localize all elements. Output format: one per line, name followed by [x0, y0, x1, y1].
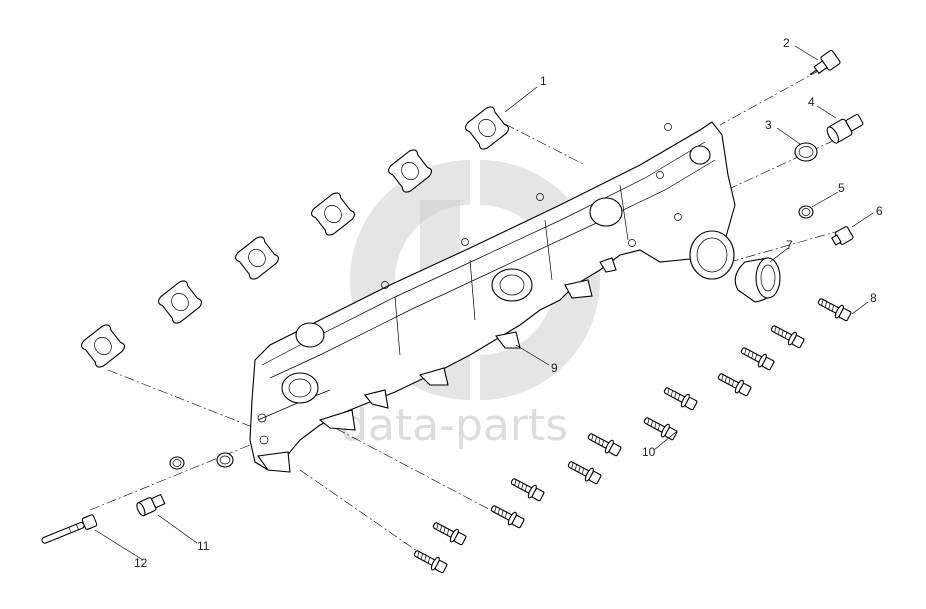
- callout-2: 2: [783, 36, 790, 50]
- callout-3: 3: [765, 118, 772, 132]
- seal-ring-5: [798, 205, 814, 219]
- bolt-set: [413, 298, 852, 574]
- sleeve-part: [734, 257, 781, 303]
- washer-right: [216, 452, 234, 468]
- callout-4: 4: [808, 95, 815, 109]
- watermark-text: data-parts: [340, 400, 568, 451]
- manifold-body: [249, 121, 736, 473]
- gasket-set: [81, 106, 509, 368]
- bolt-5: [663, 387, 698, 411]
- callout-7: 7: [786, 238, 793, 252]
- bolt-2: [770, 325, 805, 349]
- bolt-1: [817, 298, 852, 322]
- bolt-3: [740, 347, 775, 371]
- gasket-1: [465, 106, 509, 150]
- gasket-3: [311, 192, 355, 236]
- bolt-6: [643, 417, 678, 441]
- union-fitting: [826, 113, 864, 144]
- callout-6: 6: [876, 204, 883, 218]
- leader-lines: [94, 45, 874, 561]
- bolt-11: [432, 522, 467, 546]
- plug-part: [830, 226, 854, 246]
- seal-ring-3: [794, 142, 818, 162]
- bolt-4: [717, 373, 752, 397]
- gasket-6: [81, 324, 125, 368]
- gasket-5: [158, 280, 202, 324]
- pipe-bolt-12: [41, 514, 98, 544]
- bolt-9: [510, 478, 545, 502]
- callout-labels: 1 2 3 4 5 6 7 8 9 10 11 12: [134, 36, 883, 570]
- callout-12: 12: [134, 556, 148, 570]
- callout-11: 11: [197, 539, 210, 553]
- washer-left: [169, 456, 185, 470]
- bolt-12: [413, 550, 448, 574]
- callout-8: 8: [870, 291, 877, 305]
- callout-1: 1: [540, 74, 547, 88]
- callout-10: 10: [642, 445, 656, 459]
- callout-5: 5: [838, 181, 845, 195]
- bolt-7: [587, 433, 622, 457]
- sensor-part: [809, 49, 841, 76]
- callout-9: 9: [551, 361, 558, 375]
- bolt-10: [490, 505, 525, 529]
- gasket-2: [388, 149, 432, 193]
- fitting-11: [136, 493, 166, 517]
- gasket-4: [235, 236, 279, 280]
- bolt-8: [567, 461, 602, 485]
